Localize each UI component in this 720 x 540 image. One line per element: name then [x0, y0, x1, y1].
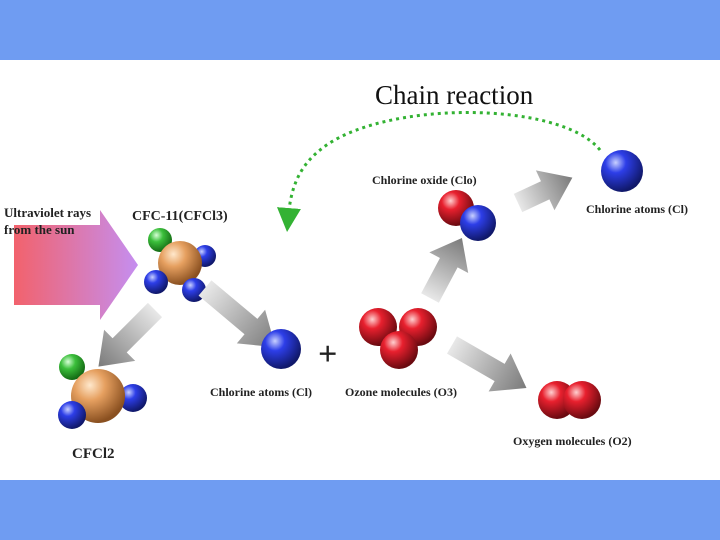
uv-label-line1: Ultraviolet rays: [4, 205, 91, 220]
chlorine-atom: [460, 205, 496, 241]
carbon-atom: [158, 241, 202, 285]
arrow-chlorine-oxide-to-chlorine: [513, 170, 573, 213]
uv-ray-arrow: [14, 210, 138, 320]
bottom-blue-band: [0, 480, 720, 540]
chlorine-oxide-molecule: [438, 190, 496, 241]
diagram-title: Chain reaction: [375, 80, 534, 110]
chlorine-atom-right: [601, 150, 643, 192]
oxygen-label: Oxygen molecules (O2): [513, 434, 632, 448]
fluorine-atom: [59, 354, 85, 380]
oxygen-atom: [563, 381, 601, 419]
uv-label-line2: from the sun: [4, 222, 75, 237]
arrow-ozone-to-chlorine-oxide: [421, 237, 469, 303]
fluorine-atom: [148, 228, 172, 252]
chlorine-oxide-label: Chlorine oxide (Clo): [372, 173, 477, 187]
plus-sign: +: [318, 336, 337, 373]
cfcl2-molecule: [58, 354, 147, 429]
arrow-cfc11-to-cfcl2: [98, 302, 163, 367]
diagram-canvas: Chain reaction Ultraviolet rays from the…: [4, 80, 688, 462]
chlorine-atom: [144, 270, 168, 294]
cycle-return-arrow: [276, 111, 602, 232]
arrow-cfc11-to-chlorine: [198, 280, 276, 348]
arrow-ozone-to-oxygen: [447, 336, 527, 392]
ozone-chain-reaction-diagram: Chain reaction Ultraviolet rays from the…: [0, 60, 720, 480]
chlorine-atom: [119, 384, 147, 412]
cfcl2-label: CFCl2: [72, 446, 115, 462]
ozone-molecule: [359, 308, 437, 369]
cfc11-label: CFC-11(CFCl3): [132, 209, 228, 224]
top-blue-band: [0, 0, 720, 60]
oxygen-atom: [380, 331, 418, 369]
chlorine-atom-center: [261, 329, 301, 369]
chlorine-atom-label: Chlorine atoms (Cl): [210, 385, 312, 399]
chlorine-atom-label-right: Chlorine atoms (Cl): [586, 202, 688, 216]
chlorine-atom: [58, 401, 86, 429]
oxygen-molecule: [538, 381, 601, 419]
ozone-label: Ozone molecules (O3): [345, 385, 457, 399]
